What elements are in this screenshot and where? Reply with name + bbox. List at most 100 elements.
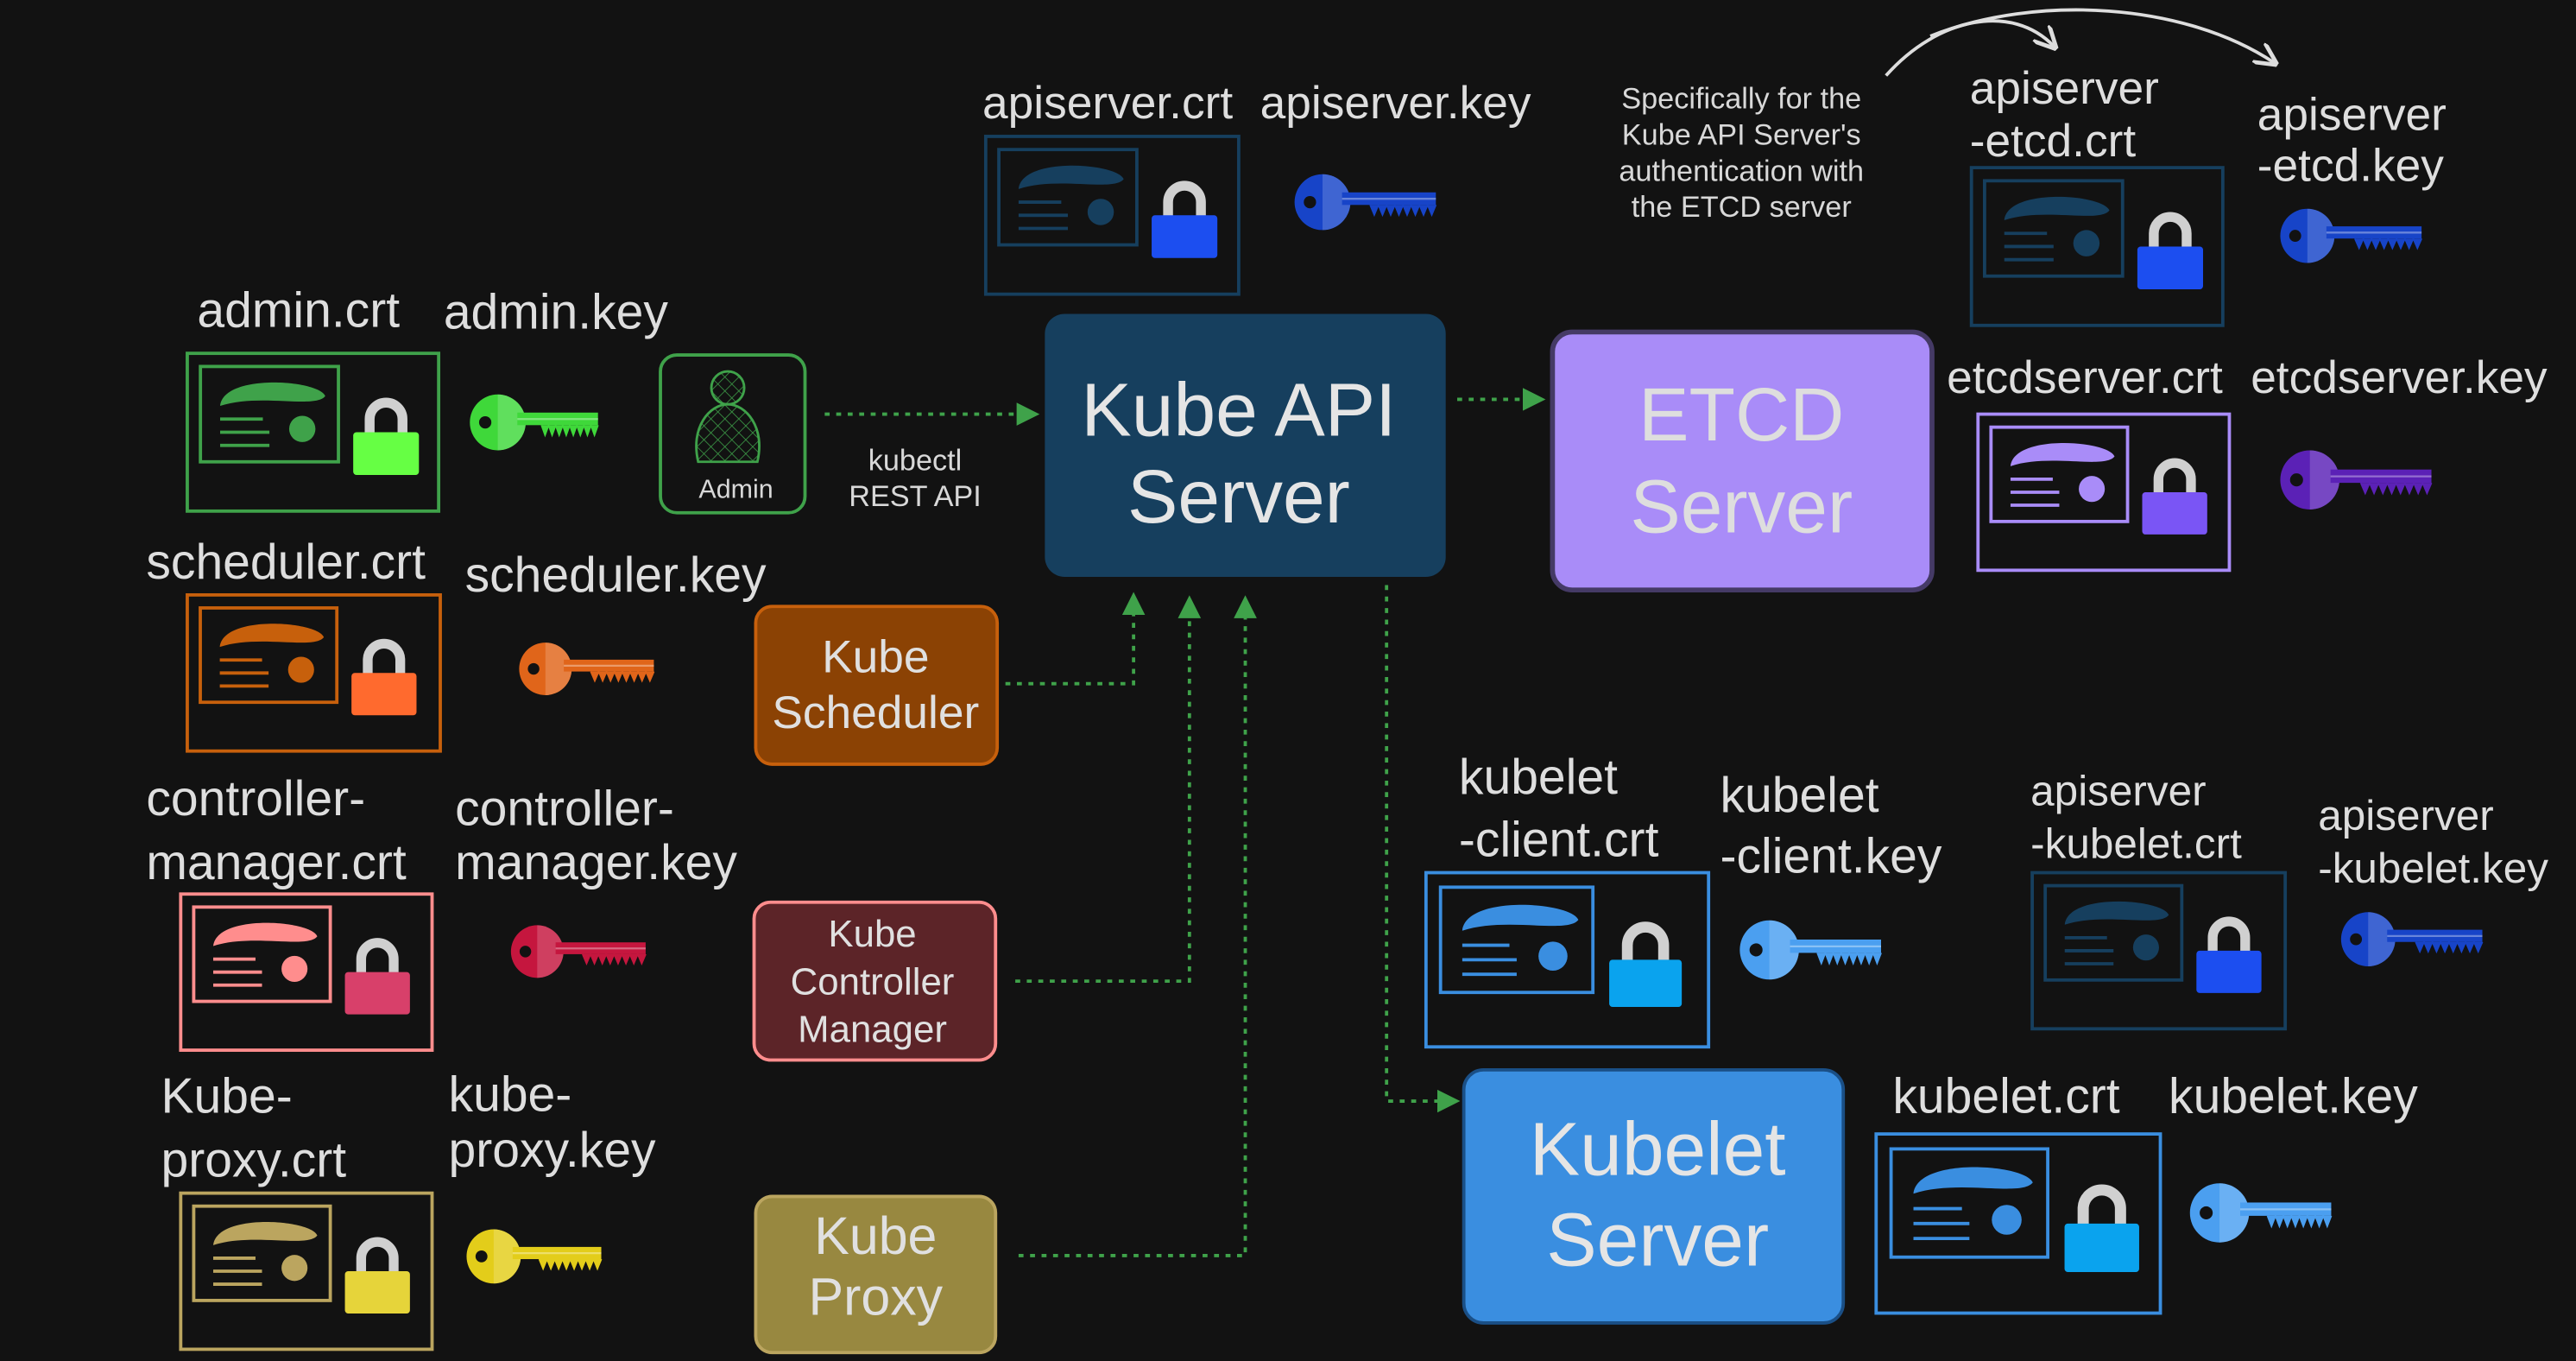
kube-api-server-node[interactable]: Kube API Server [1045, 313, 1446, 577]
etcd-server-node[interactable]: ETCD Server [1550, 329, 1935, 593]
key-teeth-icon [590, 669, 655, 683]
kubelet-server-box [1462, 1067, 1846, 1325]
etcdserver-key-label: etcdserver.key [2251, 352, 2548, 403]
proxy-crt-label-1: Kube- [161, 1068, 293, 1124]
key-hole-icon [1749, 943, 1763, 957]
lock-body-icon [1152, 215, 1218, 258]
lock-shackle-icon [356, 1237, 399, 1275]
certificate-ribbon-icon [213, 1222, 318, 1245]
scheduler-key-icon[interactable] [519, 643, 655, 695]
etcd-server-label-2: Server [1630, 465, 1853, 549]
admin-user-label: Admin [698, 475, 773, 504]
kube-controller-manager-node[interactable]: Kube Controller Manager [752, 900, 998, 1062]
certificate-inner-frame [997, 148, 1139, 247]
etcd-server-label-1: ETCD [1638, 372, 1844, 457]
kubelet-crt-certificate-icon[interactable] [1874, 1132, 2162, 1315]
controller-to-api-arrow [1015, 595, 1202, 984]
controller-crt-certificate-icon[interactable] [179, 892, 434, 1052]
lock-body-icon [2064, 1223, 2139, 1273]
apiserver-crt-certificate-icon[interactable] [983, 135, 1241, 296]
etcd-note-line-2: Kube API Server's [1622, 118, 1861, 151]
kubelet-key-label: kubelet.key [2169, 1068, 2418, 1124]
apiserver-kubelet-crt-certificate-icon[interactable] [2030, 870, 2288, 1031]
certificate-inner-frame [2043, 883, 2184, 982]
etcd-note-line-3: authentication with [1619, 155, 1864, 187]
kube-api-server-label-2: Server [1127, 454, 1350, 539]
certificate-ribbon-icon [220, 382, 325, 407]
apiserver-etcd-crt-certificate-icon[interactable] [1969, 166, 2225, 327]
key-teeth-icon [540, 422, 599, 438]
certificate-ribbon-icon [2004, 196, 2110, 221]
connectors [824, 388, 1546, 1257]
etcdserver-crt-label: etcdserver.crt [1947, 352, 2223, 403]
lock-shackle-icon [364, 397, 407, 436]
etcd-note-annotation: Specifically for the Kube API Server's a… [1619, 83, 1864, 225]
controller-key-icon[interactable] [510, 925, 647, 978]
lock-shackle-icon [2077, 1184, 2126, 1228]
lock-shackle-icon [2207, 916, 2251, 954]
kube-scheduler-label-1: Kube [822, 631, 929, 682]
key-bow-highlight [2368, 912, 2396, 966]
apiserver-kubelet-key-icon[interactable] [2340, 912, 2484, 966]
kubelet-server-label-2: Server [1546, 1197, 1769, 1282]
certificate-inner-frame [192, 1204, 332, 1302]
key-bow-highlight [2219, 1183, 2250, 1243]
certificate-outer-frame [179, 892, 434, 1052]
kubelet-crt-label: kubelet.crt [1892, 1068, 2119, 1124]
key-hole-icon [2200, 1206, 2213, 1219]
etcdserver-crt-certificate-icon[interactable] [1976, 412, 2232, 573]
certificate-seal-icon [1087, 199, 1114, 225]
kube-scheduler-node[interactable]: Kube Scheduler [754, 605, 1000, 766]
certificate-seal-icon [2073, 230, 2100, 256]
lock-body-icon [344, 1271, 410, 1314]
admin-key-label: admin.key [444, 285, 669, 340]
admin-key-icon[interactable] [470, 394, 599, 451]
kubelet-key-icon[interactable] [2189, 1183, 2333, 1243]
etcdserver-key-icon[interactable] [2280, 450, 2433, 510]
apiserver-etcd-key-icon[interactable] [2280, 208, 2422, 263]
lock-shackle-icon [363, 638, 406, 677]
key-teeth-icon [1816, 950, 1882, 966]
certificate-inner-frame [1438, 885, 1595, 995]
key-icons [466, 174, 2484, 1284]
proxy-to-api-arrow [1018, 595, 1257, 1257]
scheduler-crt-label: scheduler.crt [146, 535, 426, 590]
kubelet-client-crt-certificate-icon[interactable] [1424, 870, 1711, 1049]
kube-proxy-box [754, 1194, 998, 1355]
admin-user-node[interactable]: Admin [659, 353, 807, 515]
lock-shackle-icon [1621, 921, 1670, 964]
kubectl-label: kubectl [868, 444, 963, 477]
kubelet-client-key-icon[interactable] [1739, 920, 1882, 980]
admin-crt-certificate-icon[interactable] [186, 351, 441, 513]
scheduler-crt-certificate-icon[interactable] [186, 593, 442, 753]
certificate-seal-icon [1992, 1205, 2022, 1235]
apiserver-kubelet-key-label-1: apiserver [2318, 792, 2493, 839]
kubelet-client-key-label-1: kubelet [1720, 768, 1879, 823]
kubelet-client-crt-label-2: -client.crt [1459, 812, 1659, 867]
certificate-outer-frame [179, 1191, 434, 1352]
scheduler-key-label: scheduler.key [465, 548, 767, 603]
kubelet-server-node[interactable]: Kubelet Server [1462, 1067, 1846, 1325]
proxy-crt-certificate-icon[interactable] [179, 1191, 434, 1352]
certificate-inner-frame [1889, 1147, 2049, 1259]
lock-body-icon [1609, 959, 1683, 1008]
proxy-key-icon[interactable] [466, 1229, 603, 1284]
lock-shackle-icon [356, 938, 399, 976]
kube-api-server-box [1045, 313, 1446, 577]
key-hole-icon [478, 415, 492, 429]
apiserver-key-icon[interactable] [1294, 174, 1437, 231]
key-bow-highlight [2307, 208, 2335, 263]
certificate-seal-icon [281, 955, 308, 982]
kubectl-annotation: kubectl REST API [849, 444, 982, 513]
proxy-key-label-2: proxy.key [449, 1123, 656, 1178]
kube-api-server-label-1: Kube API [1081, 367, 1396, 452]
proxy-key-label-1: kube- [449, 1067, 572, 1122]
certificate-outer-frame [983, 135, 1241, 296]
certificate-inner-frame [199, 606, 339, 705]
lock-shackle-icon [1163, 180, 1206, 219]
kubelet-client-key-label-2: -client.key [1720, 829, 1942, 884]
certificate-outer-frame [2030, 870, 2288, 1031]
key-teeth-icon [582, 952, 647, 965]
certificate-seal-icon [2132, 934, 2159, 961]
kube-proxy-node[interactable]: Kube Proxy [754, 1194, 998, 1355]
